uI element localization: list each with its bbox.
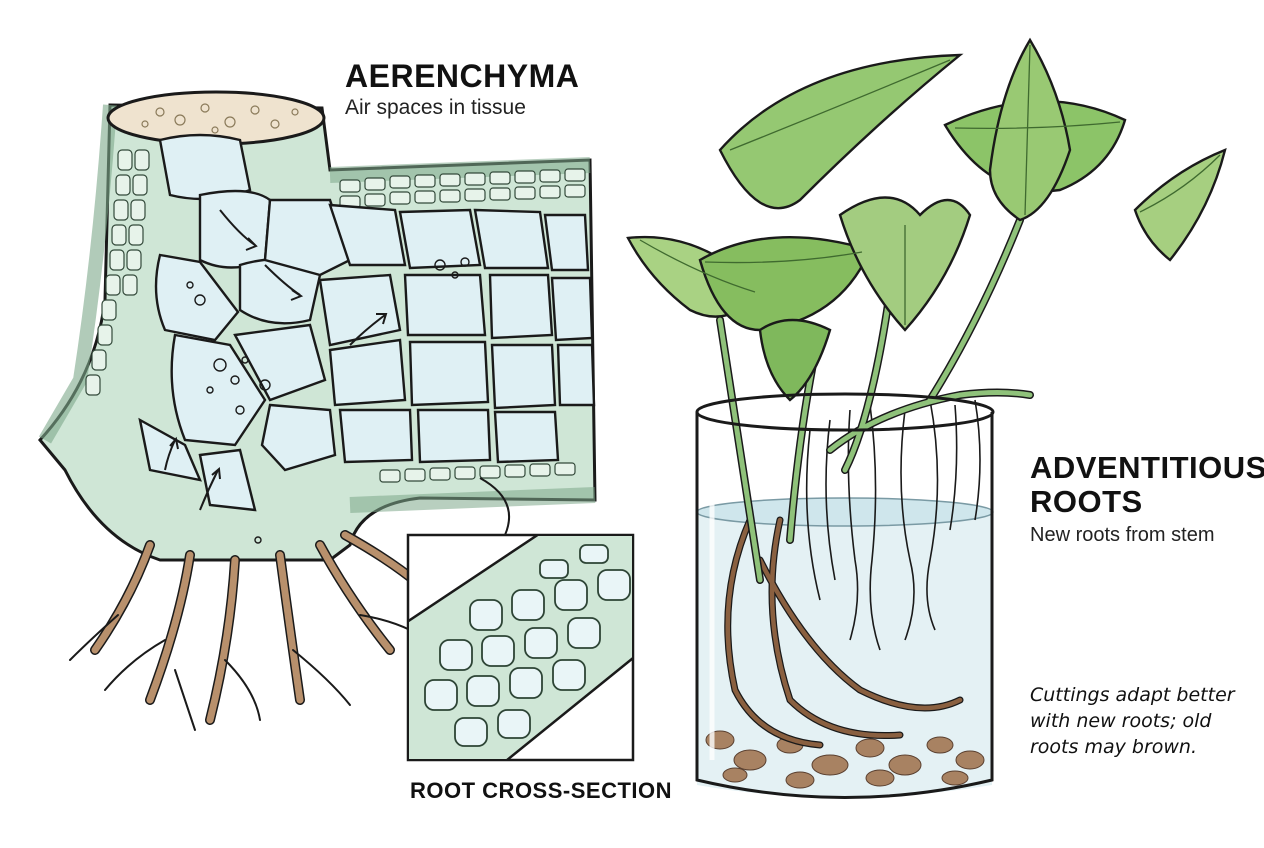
root-cross-section-inset [406, 533, 635, 762]
care-note-line3: roots may brown. [1030, 736, 1198, 758]
inset-caption: ROOT CROSS-SECTION [410, 778, 673, 803]
jar-glass [695, 412, 994, 799]
aerenchyma-subtitle: Air spaces in tissue [345, 96, 526, 119]
air-bubbles [186, 257, 470, 544]
adventitious-title-line2: ROOTS [1030, 484, 1143, 519]
jar-rim [695, 392, 995, 432]
care-note-line2: with new roots; old [1030, 710, 1212, 732]
stem-roots [69, 530, 425, 731]
adventitious-subtitle: New roots from stem [1030, 524, 1215, 546]
airflow-arrows [164, 209, 388, 511]
jar-with-cuttings [626, 37, 1227, 799]
old-brown-roots [724, 516, 964, 749]
inset-callout-line [479, 477, 510, 536]
stem-aerenchyma-drawing [38, 90, 597, 731]
pothos-leaves [626, 37, 1227, 402]
adventitious-title-line1: ADVENTITIOUS [1030, 450, 1264, 485]
care-note-line1: Cuttings adapt better [1030, 684, 1235, 706]
care-note: Cuttings adapt better with new roots; ol… [1030, 682, 1235, 760]
aerenchyma-title: AERENCHYMA [345, 58, 580, 94]
new-adventitious-roots [805, 399, 981, 651]
